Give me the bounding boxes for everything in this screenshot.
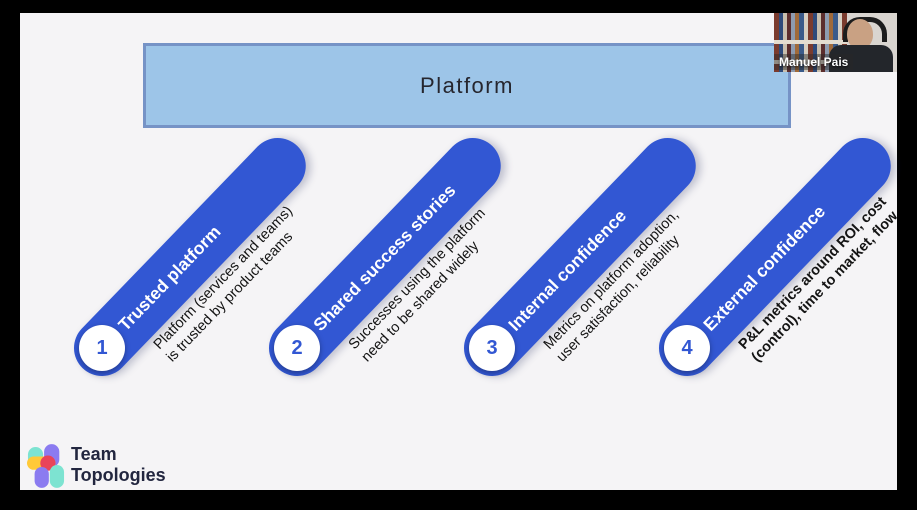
team-topologies-logo-text: Team Topologies — [71, 444, 166, 485]
presenter-head — [847, 19, 873, 49]
presenter-webcam-video: Manuel Pais — [774, 13, 897, 72]
team-topologies-logo-icon — [27, 444, 65, 488]
logo-line-2: Topologies — [71, 464, 166, 485]
logo-line-1: Team — [71, 444, 117, 464]
step-number: 3 — [486, 336, 498, 359]
step-number-badge: 4 — [664, 325, 710, 371]
step-number-badge: 3 — [469, 325, 515, 371]
presenter-name-label: Manuel Pais — [774, 54, 854, 70]
step-number-badge: 2 — [274, 325, 320, 371]
step-number: 1 — [96, 336, 108, 359]
presenter-torso — [829, 45, 893, 72]
presentation-slide: Platform Trusted platform Platform (serv… — [20, 13, 903, 490]
bookshelf-shelf — [774, 40, 852, 44]
step-number-badge: 1 — [79, 325, 125, 371]
team-topologies-logo: Team Topologies — [27, 443, 166, 489]
platform-header-box: Platform — [143, 43, 791, 128]
presenter-figure — [825, 17, 895, 72]
platform-label: Platform — [420, 72, 514, 98]
step-number: 4 — [681, 336, 693, 359]
step-number: 2 — [291, 336, 303, 359]
